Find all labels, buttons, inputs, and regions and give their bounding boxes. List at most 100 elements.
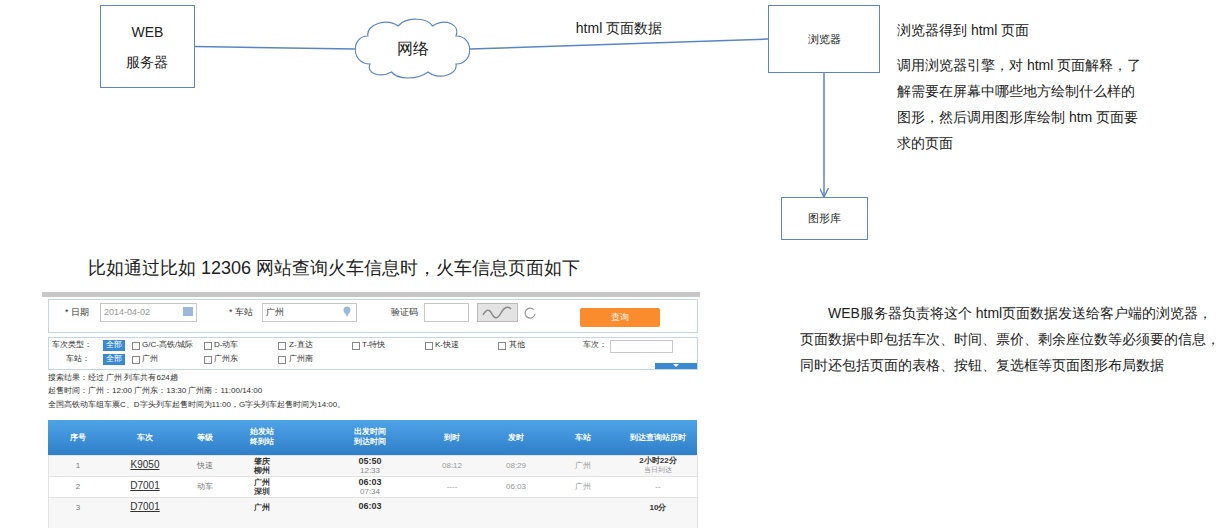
table-header-cell: 车站 — [575, 433, 591, 443]
table-header-cell: 序号 — [70, 433, 86, 443]
screen-text: 起售时间：广州：12:00 广州东：13:30 广州南：11:00/14:00 — [48, 386, 262, 396]
checkbox — [499, 343, 506, 350]
table-cell: 10分 — [650, 503, 667, 513]
connector-arrow — [823, 73, 825, 197]
button-text: 查询 — [611, 312, 629, 323]
connector-line — [195, 47, 355, 50]
table-header-cell: 等级 — [197, 433, 213, 443]
filter-panel — [49, 338, 698, 370]
expand-bar — [655, 363, 697, 369]
screen-text: 广州南 — [289, 354, 313, 364]
expand-arrow — [673, 364, 679, 367]
checkbox — [426, 343, 433, 350]
frame-bar — [42, 292, 700, 297]
table-cell: K9050 — [131, 459, 160, 471]
table-row — [49, 498, 698, 528]
filter-tag — [103, 340, 125, 351]
table-cell: D7001 — [130, 501, 159, 513]
train-number-input — [611, 341, 673, 353]
node-text: WEB 服务器 — [125, 17, 170, 77]
tag-text: 全部 — [106, 354, 122, 364]
screen-text: * 日期 — [65, 307, 89, 318]
calendar-icon — [183, 307, 193, 316]
refresh-icon — [525, 308, 535, 318]
table-cell: D7001 — [130, 480, 159, 492]
table-header-cell: 到达查询站历时 — [630, 433, 686, 443]
checkbox — [279, 343, 286, 350]
table-cell: 3 — [76, 503, 80, 513]
date-input — [101, 304, 197, 322]
table-cell: 08:12 — [442, 461, 462, 471]
screen-text: T-特快 — [362, 340, 385, 350]
screen-text: 车次类型： — [52, 340, 92, 350]
table-header-cell: 车次 — [137, 433, 153, 443]
table-cell: 06:03 — [506, 482, 526, 492]
search-panel — [49, 300, 698, 333]
note-text: 调用浏览器引擎，对 html 页面解释，了解需要在屏幕中哪些地方绘制什么样的图形… — [897, 52, 1147, 156]
checkbox — [133, 343, 140, 350]
graphics-library-box: 图形库 — [781, 197, 868, 240]
table-cell: 12:33 — [360, 466, 380, 476]
edge-label: html 页面数据 — [573, 20, 665, 38]
table-cell: 06:03 — [358, 501, 381, 512]
table-cell: 2 — [76, 482, 80, 492]
table-cell: 广州 — [575, 461, 591, 471]
screen-text: Z-直达 — [289, 340, 313, 350]
screen-text: 其他 — [509, 340, 525, 350]
captcha-input — [425, 304, 469, 322]
node-text: 浏览器 — [808, 32, 841, 46]
screen-text: K-快速 — [435, 340, 459, 350]
table-cell: 广州 深圳 — [253, 478, 271, 496]
heading-text: 比如通过比如 12306 网站查询火车信息时，火车信息页面如下 — [88, 258, 580, 280]
screen-text: 2014-04-02 — [104, 307, 150, 318]
table-cell: 05:50 — [358, 456, 381, 467]
server-box: WEB 服务器 — [100, 5, 195, 88]
table-header-cell: 出发时间 到达时间 — [352, 427, 387, 447]
screen-text: 广州 — [266, 307, 284, 318]
table-cell: 肇庆 柳州 — [253, 457, 271, 475]
table-row — [49, 456, 698, 477]
screen-text: 广州 — [142, 354, 158, 364]
captcha-image — [483, 307, 511, 318]
table-cell: 当日到达 — [644, 466, 672, 474]
screen-text: 全国高铁动车组车票C、D字头列车起售时间为11:00，G字头列车起售时间为14:… — [48, 400, 345, 410]
table-header-cell: 发时 — [508, 433, 524, 443]
screen-text: * 车站 — [229, 307, 253, 318]
node-text: 网络 — [397, 39, 429, 60]
location-icon — [344, 311, 350, 317]
network-cloud: 网络 — [355, 18, 470, 80]
table-header-cell: 始发站 终到站 — [249, 427, 275, 447]
captcha-image — [478, 304, 518, 322]
table-cell: 广州 — [254, 503, 270, 512]
checkbox — [279, 357, 286, 364]
table-cell: 06:03 — [358, 477, 381, 488]
screen-text: 车次： — [583, 340, 607, 350]
table-header-cell: 到时 — [444, 433, 460, 443]
query-button — [580, 308, 660, 327]
screen-text: 广州东 — [214, 354, 238, 364]
table-row — [49, 477, 698, 498]
table-cell: ---- — [447, 482, 458, 492]
screen-text: 车站： — [66, 354, 90, 364]
screen-text: G/C-高铁/城际 — [142, 340, 193, 350]
checkbox — [205, 357, 212, 364]
node-text: 图形库 — [808, 211, 841, 225]
tag-text: 全部 — [106, 340, 122, 350]
table-cell: 快速 — [197, 461, 213, 471]
screen-text: 搜索结果：经过 广州 列车共有624趟 — [48, 373, 178, 383]
checkbox — [353, 343, 360, 350]
table-cell: 08:29 — [506, 461, 526, 471]
browser-box: 浏览器 — [768, 5, 880, 73]
screen-text: D-动车 — [214, 340, 238, 350]
table-cell: 广州 — [575, 482, 591, 492]
note-text: WEB服务器负责将这个 html页面数据发送给客户端的浏览器，页面数据中即包括车… — [800, 300, 1220, 378]
checkbox — [205, 343, 212, 350]
note-text: 浏览器得到 html 页面 — [897, 22, 1029, 39]
table-cell: 07:34 — [360, 487, 380, 497]
table-cell: -- — [655, 482, 660, 492]
screen-text: 验证码 — [391, 307, 418, 318]
table-cell: 动车 — [197, 482, 213, 492]
checkbox — [133, 357, 140, 364]
table-cell: 1 — [76, 461, 80, 471]
table-header — [48, 420, 697, 455]
